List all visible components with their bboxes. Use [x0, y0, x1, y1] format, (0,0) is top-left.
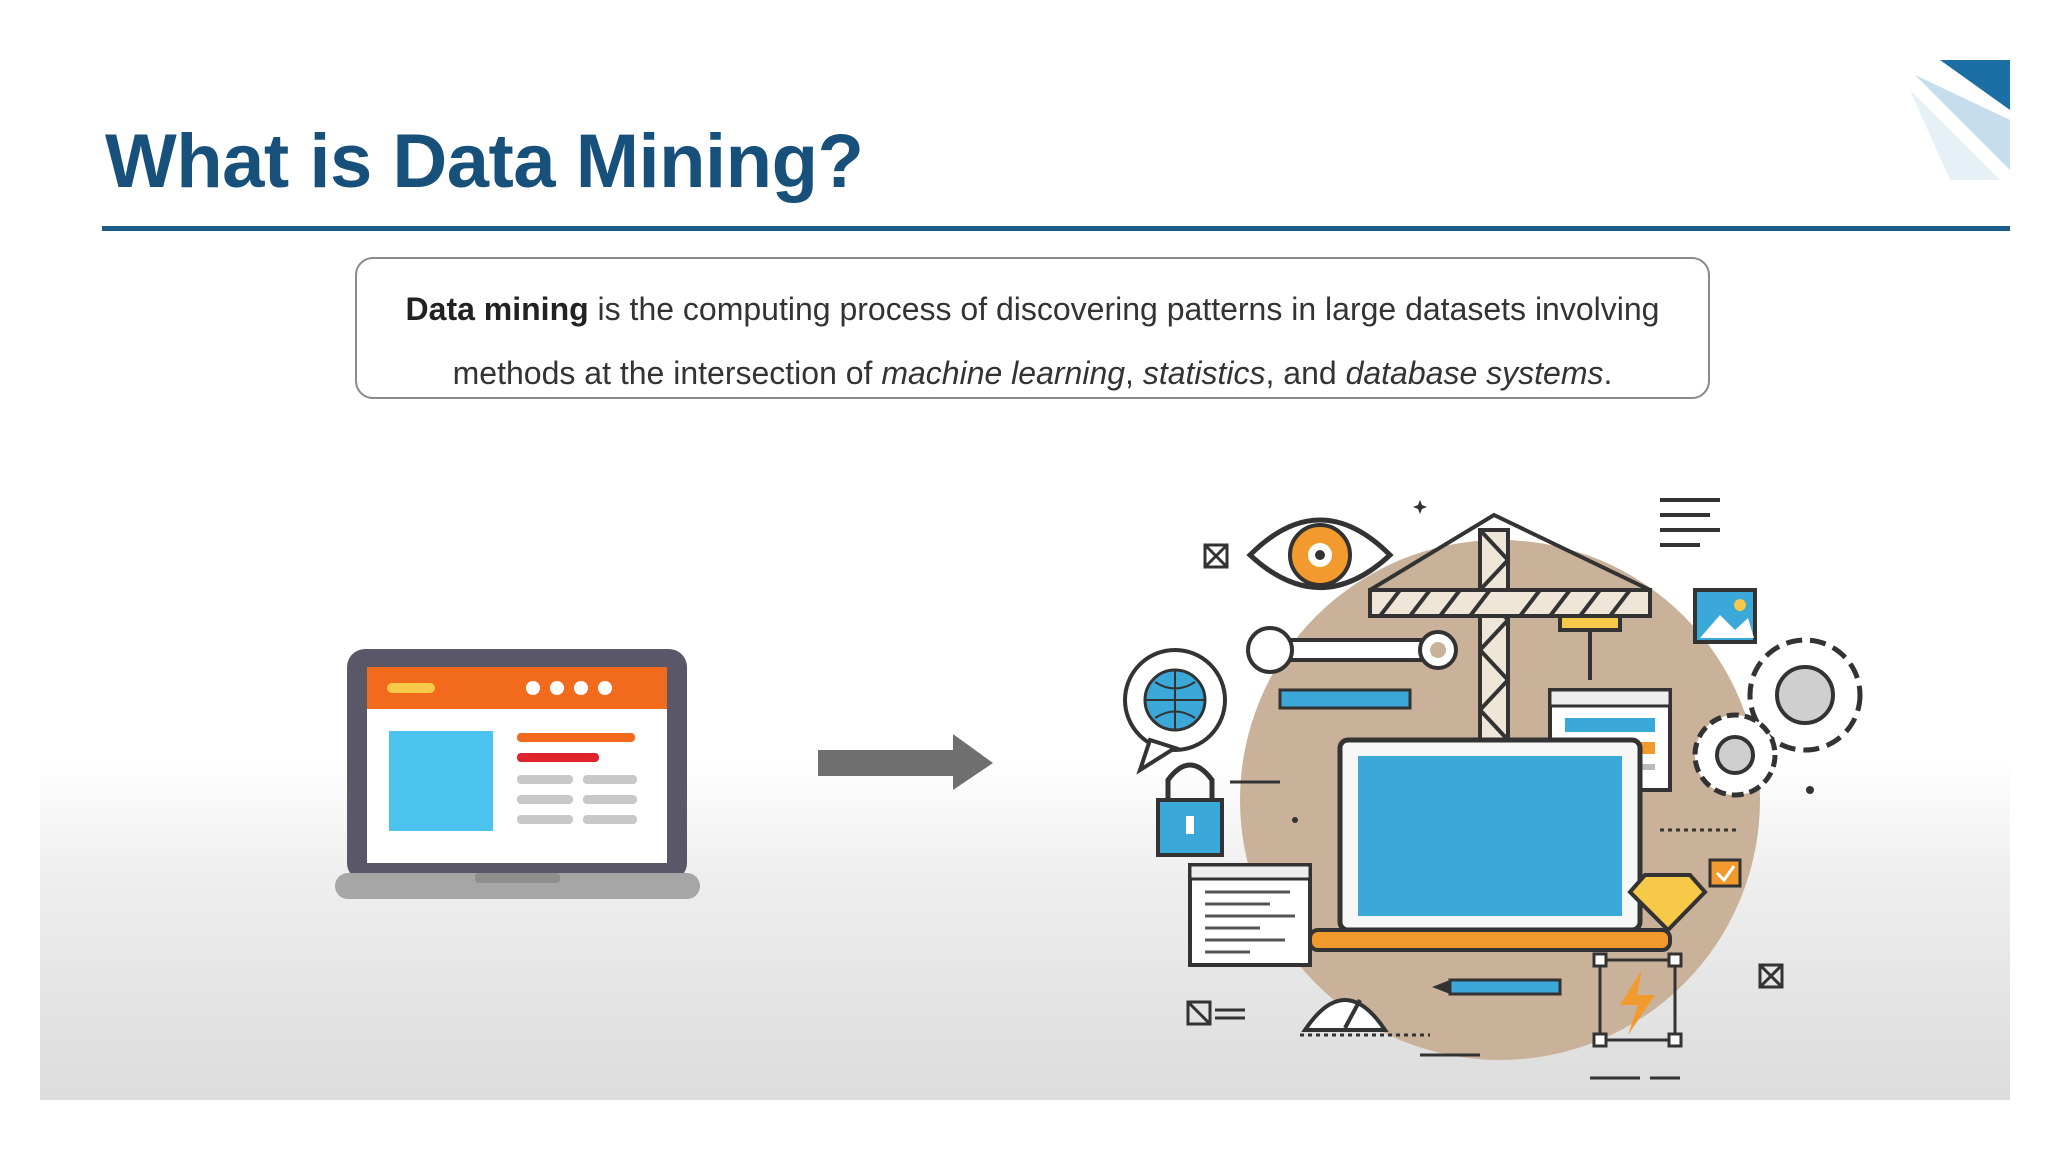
gauge-icon [1301, 998, 1389, 1032]
definition-em-ml: machine learning [881, 355, 1126, 391]
definition-term: Data mining [405, 291, 589, 327]
central-laptop-icon [1308, 737, 1672, 952]
pencil-icon [1432, 978, 1562, 996]
lightning-icon [1592, 952, 1683, 1048]
definition-end: . [1603, 355, 1613, 391]
image-icon [1693, 588, 1757, 644]
corner-decoration-icon [1910, 60, 2010, 180]
definition-sep: , and [1265, 355, 1346, 391]
close-box-icon [1186, 543, 1784, 1026]
right-arrow-icon [818, 734, 993, 790]
definition-em-stats: statistics [1142, 355, 1266, 391]
definition-sep: , [1125, 355, 1143, 391]
slide-title: What is Data Mining? [105, 119, 864, 204]
wrench-icon [1246, 626, 1458, 674]
code-window-icon [1188, 863, 1312, 967]
padlock-icon [1156, 762, 1224, 857]
laptop-webpage-icon [335, 649, 700, 899]
data-mining-illustration [1123, 498, 1863, 1080]
check-tag-icon [1708, 858, 1742, 888]
globe-icon [1123, 648, 1227, 775]
definition-em-db: database systems [1345, 355, 1604, 391]
title-divider [102, 226, 2010, 231]
diamond-icon [1627, 873, 1708, 933]
definition-box: Data mining is the computing process of … [355, 257, 1710, 399]
gear-icon [1747, 637, 1863, 753]
document-lines-icon [1660, 498, 1720, 547]
small-gear-icon [1692, 712, 1778, 798]
eye-icon [1246, 517, 1394, 590]
definition-text: is the computing process of discovering … [452, 291, 1660, 391]
ruler-icon [1278, 688, 1412, 710]
